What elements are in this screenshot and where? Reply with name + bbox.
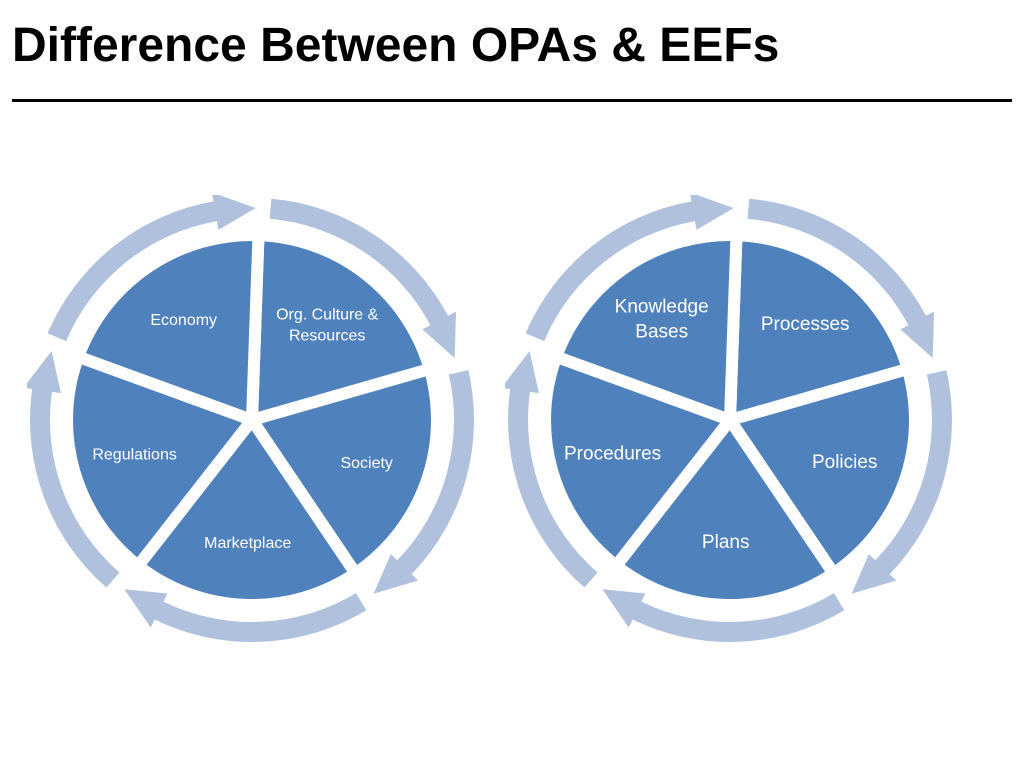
eef-label-economy: Economy xyxy=(150,312,217,329)
eef-cycle-svg: Org. Culture & ResourcesSocietyMarketplac… xyxy=(27,195,474,642)
eef-cycle-arrow xyxy=(27,351,120,588)
eef-cycle-arrow xyxy=(269,198,456,358)
eef-cycle-arrow xyxy=(47,195,256,342)
eef-segment-economy xyxy=(70,229,265,429)
opa-label-line: Policies xyxy=(812,452,877,473)
eef-cycle-arrows xyxy=(27,195,474,642)
opa-label-line: Plans xyxy=(702,532,750,553)
slide-title: Difference Between OPAs & EEFs xyxy=(12,19,780,72)
opa-segment-plans xyxy=(607,409,842,612)
opa-cycle-arrow xyxy=(505,351,598,588)
opa-label-plans: Plans xyxy=(702,532,750,553)
eef-label-line: Society xyxy=(340,455,392,472)
eef-segment-org-culture-resources xyxy=(245,228,438,429)
eef-segment-marketplace xyxy=(129,409,364,612)
eef-segment-society xyxy=(242,361,443,582)
eef-label-line: Org. Culture & xyxy=(276,306,379,323)
opa-segment-knowledge-bases xyxy=(548,229,743,429)
opa-label-line: Procedures xyxy=(564,444,661,465)
eef-segments xyxy=(61,228,443,612)
eef-cycle-arrow xyxy=(373,370,474,594)
eef-label-line: Resources xyxy=(289,327,365,344)
title-underline xyxy=(12,99,1012,102)
opa-label-processes: Processes xyxy=(761,314,850,335)
eef-segment-labels: Org. Culture & ResourcesSocietyMarketplac… xyxy=(92,306,393,552)
opa-segment-processes xyxy=(723,228,916,429)
opa-cycle-arrow xyxy=(851,370,952,594)
eef-label-regulations: Regulations xyxy=(92,447,177,464)
eef-label-line: Economy xyxy=(150,312,217,329)
opa-segments xyxy=(539,228,921,612)
opa-cycle-arrow xyxy=(525,195,734,342)
eef-label-marketplace: Marketplace xyxy=(204,535,291,552)
eef-cycle-arrow xyxy=(124,589,367,642)
opa-segment-policies xyxy=(720,361,921,582)
opa-cycle-arrows xyxy=(505,195,952,642)
opa-label-policies: Policies xyxy=(812,452,877,473)
opa-cycle-arrow xyxy=(602,589,845,642)
opa-cycle-arrow xyxy=(747,198,934,358)
opa-label-line: Processes xyxy=(761,314,850,335)
eef-label-org-culture-resources: Org. Culture & Resources xyxy=(276,306,379,344)
eef-label-society: Society xyxy=(340,455,392,472)
eef-label-line: Marketplace xyxy=(204,535,291,552)
eef-label-line: Regulations xyxy=(92,447,177,464)
opa-label-procedures: Procedures xyxy=(564,444,661,465)
opa-label-line: Knowledge xyxy=(615,296,709,317)
opa-label-line: Bases xyxy=(635,321,688,342)
